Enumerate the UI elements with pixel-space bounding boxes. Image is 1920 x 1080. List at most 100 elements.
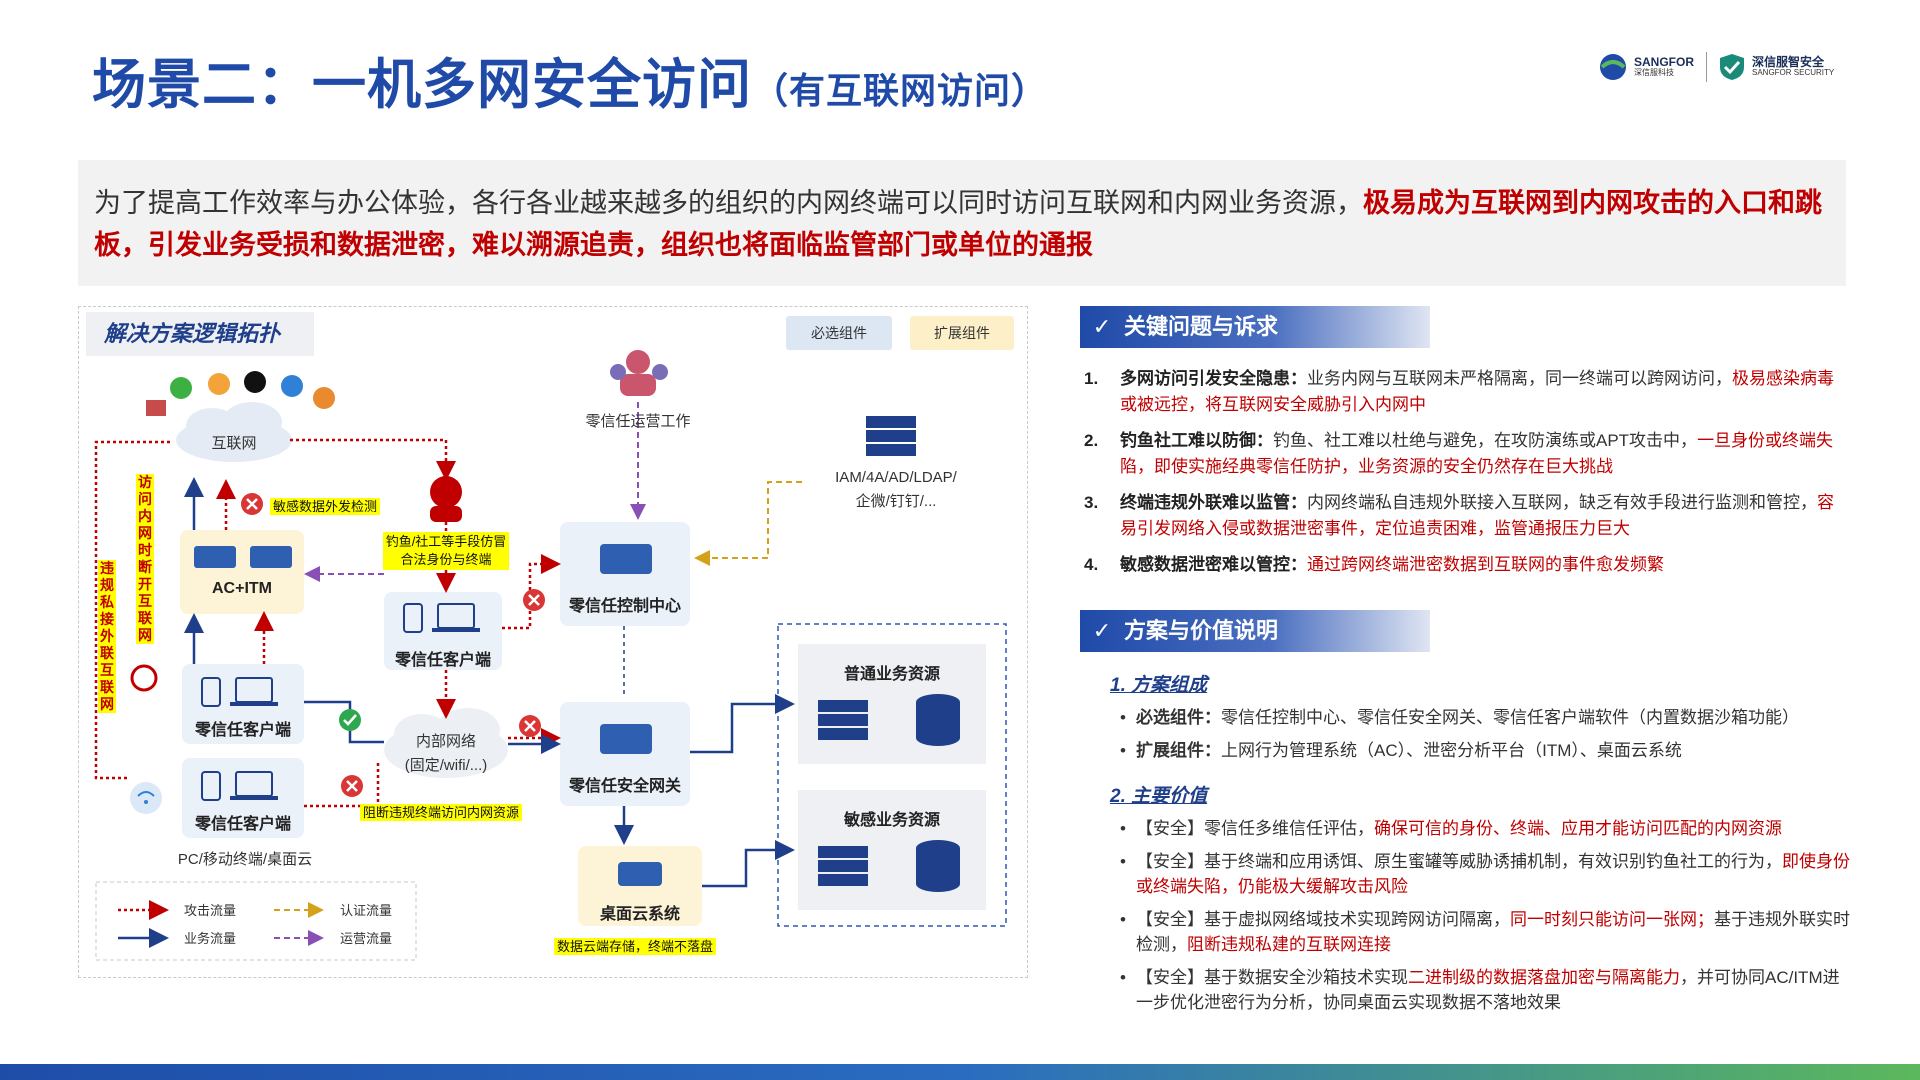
intranet-label: 内部网络 (固定/wifi/...) [404,733,488,774]
ops-label: 零信任运营工作 [585,413,691,430]
internet-label: 互联网 [211,435,257,452]
issue-red: 通过跨网终端泄密数据到互联网的事件愈发频繁 [1307,555,1664,574]
business-flow-gateway-normal [690,694,795,754]
solution-heading: ✓ 方案与价值说明 [1080,610,1430,652]
value-red: 确保可信的身份、终端、应用才能访问匹配的内网资源 [1374,819,1782,838]
intranet-cloud-icon [384,708,508,778]
value-red: 二进制级的数据落盘加密与隔离能力 [1408,968,1680,987]
checkmark-icon: ✓ [1092,618,1112,643]
value-pre: 【安全】基于数据安全沙箱技术实现 [1136,968,1408,987]
value-post: ，并可协同AC/ITM进一步优化泄密行为分析，协同桌面云实现数据不落地效果 [1136,968,1840,1012]
shield-logo-icon [1720,54,1744,80]
wechat-icon [170,377,192,399]
business-flow-vdi-sensitive [702,840,795,888]
issue-title: 敏感数据泄密难以管控： [1120,555,1307,574]
intro-highlight: 极易成为互联网到内网攻击的入口和跳板，引发业务受损和数据泄密，难以溯源追责，组织… [94,188,1822,260]
footer-bar [0,1064,1920,1080]
bullet-icon: • [1120,708,1126,727]
internet-cloud-icon [176,402,292,462]
checkmark-icon: ✓ [1092,314,1112,339]
solution-sub2: 2. 主要价值 [1110,786,1208,807]
photos-icon [208,373,230,395]
ops-people-icon [610,350,668,396]
title-main: 场景二：一机多网安全访问 [92,55,752,115]
logo-sub-2: SANGFOR SECURITY [1752,68,1835,78]
component-item: •扩展组件：上网行为管理系统（AC）、泄密分析平台（ITM）、桌面云系统 [1110,738,1850,763]
bullet-icon: • [1120,968,1126,987]
issue-title: 多网访问引发安全隐患： [1120,369,1307,388]
block-icon-gateway [519,715,541,737]
issue-num: 1. [1084,369,1099,388]
tag-extended: 扩展组件 [910,316,1014,350]
attack-flow-client2-intranet [304,762,380,808]
client-2-devices-icon [201,771,278,801]
vert-violation-label: 违规私接外联互联网 [98,560,116,713]
value-red: 同一时刻只能访问一张网； [1510,910,1714,929]
sensitive-detect-text: 敏感数据外发检测 [270,498,381,515]
diagram-title: 解决方案逻辑拓扑 [86,312,314,356]
component-item: •必选组件：零信任控制中心、零信任安全网关、零信任客户端软件（内置数据沙箱功能） [1110,705,1850,730]
logo-divider [1706,52,1707,82]
mail-icon [146,400,166,416]
iam-label: IAM/4A/AD/LDAP/ 企微/钉钉/... [835,469,957,510]
vdi-note-label: 数据云端存储，终端不落盘 [554,936,717,956]
intro-box: 为了提高工作效率与办公体验，各行各业越来越多的组织的内网终端可以同时访问互联网和… [78,160,1846,286]
vert-access-label: 访问内网时断开互联网 [136,474,154,644]
logo-sub-1: 深信服科技 [1634,68,1674,78]
issue-red: 极易感染病毒或被远控，将互联网安全威胁引入内网中 [1120,369,1834,414]
block-icon-sensitive [241,493,263,515]
diagram-canvas [94,350,1007,961]
zt-center-device-icon [600,544,652,574]
resources-frame [777,623,1007,927]
value-pre: 【安全】基于虚拟网络域技术实现跨网访问隔离， [1136,910,1510,929]
issue-text: 钓鱼、社工难以杜绝与避免，在攻防演练或APT攻击中， [1273,431,1698,450]
issue-red: 一旦身份或终端失陷，即使实施经典零信任防护，业务资源的安全仍然存在巨大挑战 [1120,431,1834,476]
issue-item: 1.多网访问引发安全隐患：业务内网与互联网未严格隔离，同一终端可以跨网访问，极易… [1080,366,1840,418]
issue-num: 2. [1084,431,1099,450]
issues-heading: ✓ 关键问题与诉求 [1080,306,1430,348]
value-pre: 【安全】零信任多维信任评估， [1136,819,1374,838]
auth-flow-iam-center [694,481,802,566]
attack-flow-violation [94,440,170,780]
sensitive-detect-label: 敏感数据外发检测 [270,496,381,516]
block-violation-label: 阻断违规终端访问内网资源 [360,802,523,822]
intro-normal: 为了提高工作效率与办公体验，各行各业越来越多的组织的内网终端可以同时访问互联网和… [94,188,1363,218]
block-icon-center [523,589,545,611]
zt-client-2-label: 零信任客户端 [194,816,291,833]
vdi-device-icon [618,862,662,886]
iam-server-icon [866,416,916,456]
value-item: • 【安全】基于数据安全沙箱技术实现二进制级的数据落盘加密与隔离能力，并可协同AC… [1110,965,1850,1015]
zt-client-1-label: 零信任客户端 [194,722,291,739]
solution-body: 1. 方案组成 •必选组件：零信任控制中心、零信任安全网关、零信任客户端软件（内… [1110,670,1850,1015]
sensitive-res-label: 敏感业务资源 [843,812,940,829]
issue-num: 4. [1084,555,1099,574]
wifi-icon [130,782,162,814]
values-list: •【安全】零信任多维信任评估，确保可信的身份、终端、应用才能访问匹配的内网资源 … [1110,816,1850,1015]
solution-heading-text: 方案与价值说明 [1124,618,1279,643]
issue-text: 内网终端私自违规外联接入互联网，缺乏有效手段进行监测和管控， [1307,493,1817,512]
sensitive-server-icon [818,846,868,886]
normal-server-icon [818,700,868,740]
bullet-icon: • [1120,910,1126,929]
phishing-text: 钓鱼/社工等手段仿冒 合法身份与终端 [382,532,510,570]
issues-heading-text: 关键问题与诉求 [1124,314,1279,339]
vdi-label: 桌面云系统 [599,906,680,923]
pc-label: PC/移动终端/桌面云 [177,851,313,868]
logo-name-2: 深信服智安全 [1752,55,1825,69]
normal-res-label: 普通业务资源 [843,666,940,683]
ac-itm-label: AC+ITM [212,580,272,597]
vdi-note-text: 数据云端存储，终端不落盘 [554,938,717,955]
ac-itm-box [180,530,304,614]
legend-ops: 运营流量 [340,931,393,946]
value-item: •【安全】基于虚拟网络域技术实现跨网访问隔离，同一时刻只能访问一张网；基于违规外… [1110,907,1850,957]
sensitive-db-icon [916,840,960,892]
component-text: 零信任控制中心、零信任安全网关、零信任客户端软件（内置数据沙箱功能） [1221,708,1799,727]
value-red2: 阻断违规私建的互联网连接 [1187,935,1391,954]
broken-link-icon [130,664,158,692]
sangfor-logo-icon [1600,54,1626,80]
logo-name-1: SANGFOR [1634,55,1694,69]
title-sub: （有互联网访问） [752,70,1049,111]
attack-flow-internet-hacker [290,438,456,481]
value-item: •【安全】基于终端和应用诱饵、原生蜜罐等威胁诱捕机制，有效识别钓鱼社工的行为，即… [1110,849,1850,899]
